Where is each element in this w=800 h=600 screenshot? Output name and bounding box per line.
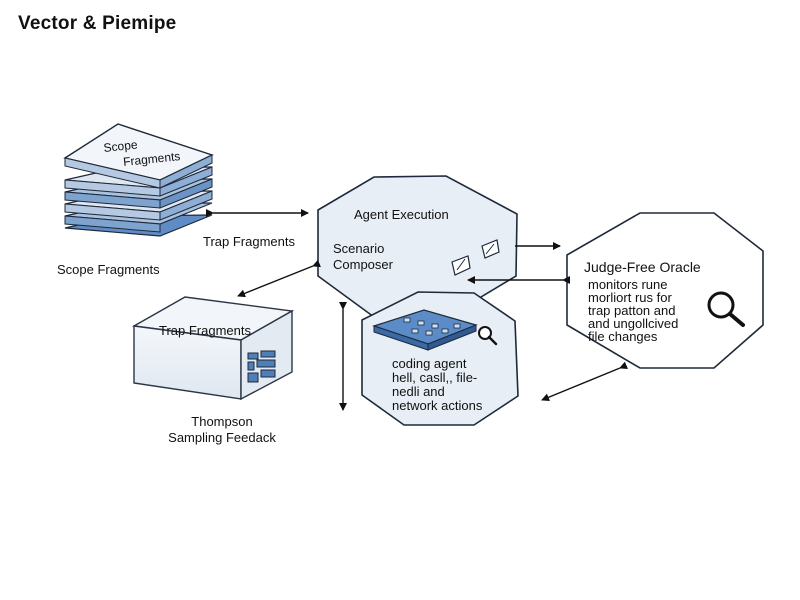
scope-fragments-caption: Scope Fragments <box>57 262 160 277</box>
document-icon <box>451 255 471 276</box>
coding-agent-text: coding agent hell, casll,, file- nedli a… <box>392 356 483 413</box>
page-title: Vector & Piemipe <box>18 13 177 34</box>
magnifier-icon-large <box>707 291 745 327</box>
coding-agent-node <box>361 291 519 426</box>
fragments-grid-icon <box>247 350 276 383</box>
arrow-agent-to-trap <box>237 259 321 298</box>
arrows <box>206 209 628 411</box>
oracle-description: monitors rune morliort rus for trap patt… <box>588 277 679 344</box>
oracle-title: Judge-Free Oracle <box>584 259 701 275</box>
thompson-sampling-caption: Thompson Sampling Feedack <box>168 414 276 445</box>
puzzle-pieces-icon <box>372 309 478 351</box>
scenario-composer-label: Scenario Composer <box>333 241 393 272</box>
stack-layer-top: Scope Fragments <box>63 123 214 189</box>
agent-execution-title: Agent Execution <box>354 207 449 222</box>
oracle-node <box>566 212 764 369</box>
magnifier-icon <box>478 326 498 346</box>
trap-fragments-box-label: Trap Fragments <box>159 323 251 338</box>
arrow-oracle-to-coding <box>541 361 628 402</box>
scope-stack-label: Scope Fragments <box>103 133 181 171</box>
document-icon-2 <box>481 239 500 259</box>
trap-fragments-box <box>131 296 295 401</box>
trap-fragments-link-label: Trap Fragments <box>203 234 295 249</box>
scope-fragments-stack: Scope Fragments <box>63 123 214 237</box>
